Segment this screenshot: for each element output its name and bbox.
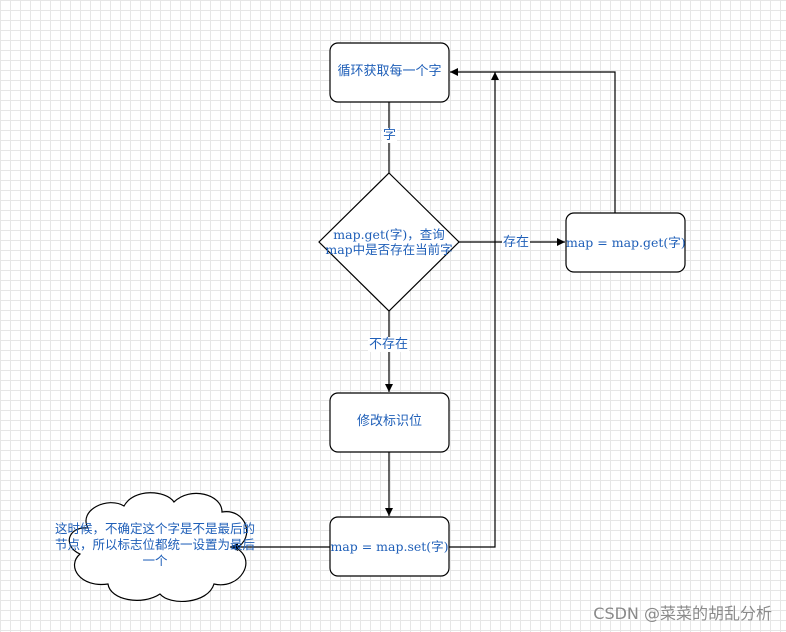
set-map-node-label: map = map.set(字)	[330, 539, 449, 554]
decision-node-label: map.get(字)，查询map中是否存在当前字	[325, 227, 453, 257]
edge-get-map-to-loop	[450, 68, 616, 213]
watermark: CSDN @菜菜的胡乱分析	[593, 604, 772, 623]
edge-label-exists: 存在	[502, 235, 531, 250]
loop-node-label: 循环获取每一个字	[337, 64, 442, 79]
edge-label-char: 字	[382, 128, 398, 143]
note-text: 这时候，不确定这个字是不是最后的节点，所以标志位都统一设置为最后一个	[54, 521, 255, 568]
get-map-node[interactable]	[565, 212, 686, 273]
edge-label-not-exists: 不存在	[368, 337, 410, 352]
modify-flag-node-label: 修改标识位	[356, 414, 422, 429]
get-map-node-label: map = map.get(字)	[566, 235, 686, 250]
note-cloud	[68, 492, 248, 602]
edge-set-map-to-loop	[449, 72, 499, 548]
